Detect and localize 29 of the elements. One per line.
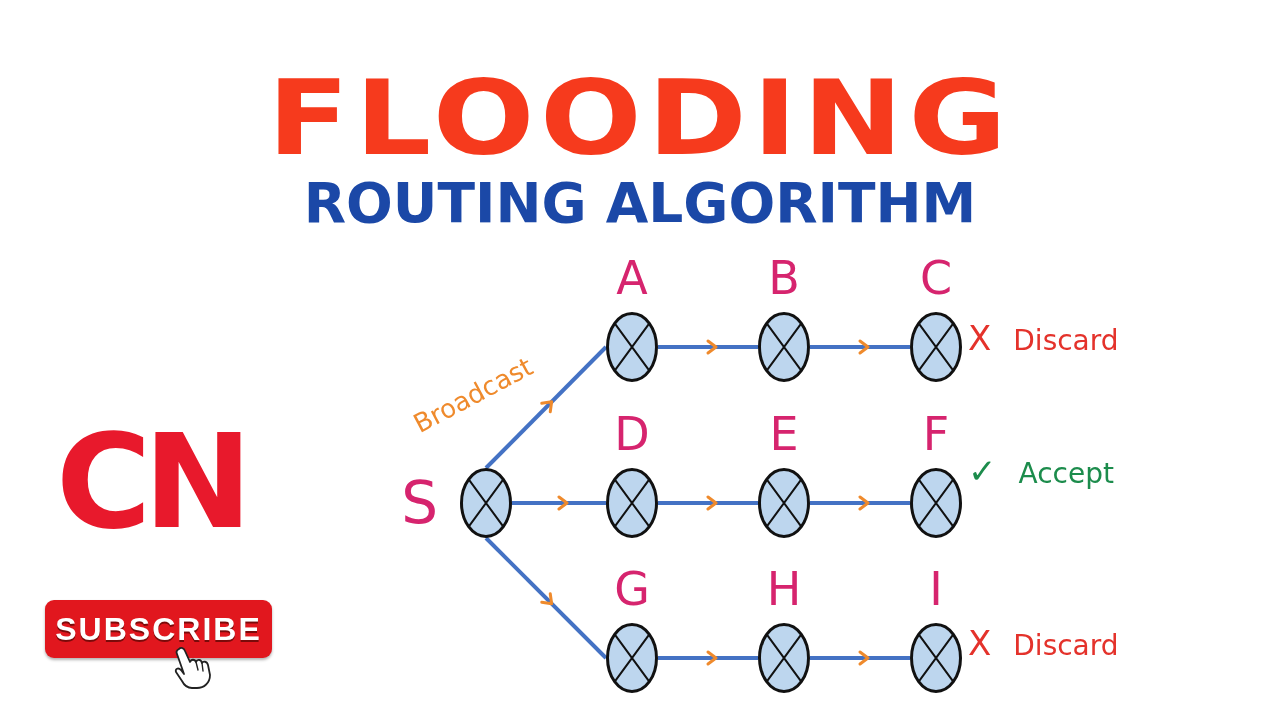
status-mark: ✓ [968,454,997,488]
title: FLOODING [267,66,1013,170]
arrow [810,495,910,511]
subtitle: ROUTING ALGORITHM [303,176,977,231]
node-label: F [922,414,950,454]
status-label: Discard [1013,629,1119,663]
arrow [658,650,758,666]
node-label: S [401,474,438,532]
arrow [810,650,910,666]
arrow [484,345,608,470]
arrow [658,339,758,355]
topic-label: CN [56,417,245,547]
node-label: B [768,258,800,298]
status-mark: X [968,321,992,355]
node-label: A [616,258,648,298]
status-mark: X [968,626,992,660]
status-label: Discard [1013,324,1119,358]
node-label: G [614,569,650,609]
node-label: E [769,414,799,454]
node-label: I [929,569,943,609]
node-label: H [766,569,802,609]
arrow [658,495,758,511]
node-label: D [614,414,650,454]
arrow [810,339,910,355]
subscribe-button: SUBSCRIBE [45,600,272,658]
status-label: Accept [1018,457,1114,491]
arrow [512,495,606,511]
arrow [484,536,608,660]
node-label: C [919,258,953,298]
